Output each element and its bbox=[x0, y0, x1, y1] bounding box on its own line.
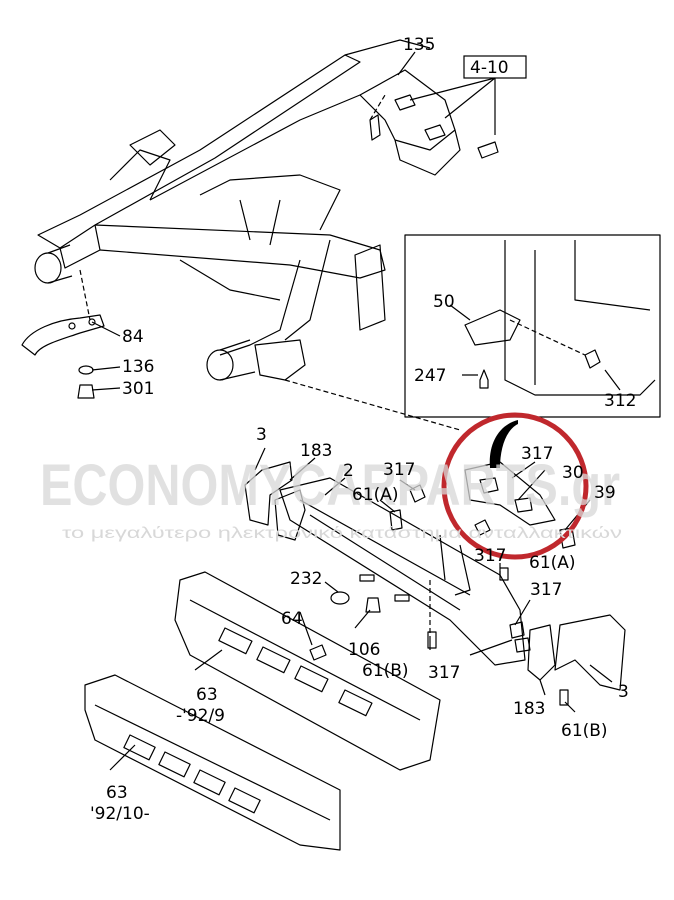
label-183-right: 183 bbox=[513, 699, 545, 719]
label-63-upper-date: -'92/9 bbox=[176, 706, 225, 726]
label-84: 84 bbox=[122, 327, 144, 347]
label-3-left: 3 bbox=[256, 425, 267, 445]
leader-lines bbox=[109, 51, 613, 771]
part-labels: 135 4-10 84 136 301 50 247 312 3 183 2 3… bbox=[90, 35, 636, 824]
label-30: 30 bbox=[562, 463, 584, 483]
label-63-lower-date: '92/10- bbox=[90, 804, 150, 824]
fasteners bbox=[309, 567, 569, 706]
watermark-brand: ECONOMYCARPARTS.gr bbox=[40, 453, 620, 518]
label-317-c: 317 bbox=[474, 546, 506, 566]
watermark-tagline: το μεγαλύτερο ηλεκτρονικό κατάστημα αντα… bbox=[62, 525, 622, 542]
label-135: 135 bbox=[403, 35, 435, 55]
end-cap-left bbox=[244, 461, 306, 541]
label-2: 2 bbox=[343, 461, 354, 481]
label-4-10-box bbox=[463, 55, 527, 79]
label-317-d: 317 bbox=[530, 580, 562, 600]
label-3-right: 3 bbox=[618, 682, 629, 702]
end-cap-right bbox=[527, 614, 626, 691]
label-63-upper: 63 bbox=[196, 685, 218, 705]
label-183-left: 183 bbox=[300, 441, 332, 461]
detail-inset bbox=[404, 234, 661, 418]
highlight-circle bbox=[441, 412, 589, 560]
callout-arrow bbox=[489, 420, 518, 468]
label-317-a: 317 bbox=[383, 460, 415, 480]
label-301: 301 bbox=[122, 379, 154, 399]
label-39: 39 bbox=[594, 483, 616, 503]
label-247: 247 bbox=[414, 366, 446, 386]
label-136: 136 bbox=[122, 357, 154, 377]
label-64: 64 bbox=[281, 609, 303, 629]
label-61a: 61(A) bbox=[352, 485, 399, 505]
label-61b-2: 61(B) bbox=[561, 721, 608, 741]
bracket-135 bbox=[359, 69, 499, 176]
bumper-reinforcement-2 bbox=[279, 477, 526, 666]
tow-hook-84 bbox=[21, 314, 121, 399]
label-312: 312 bbox=[604, 391, 636, 411]
label-50: 50 bbox=[433, 292, 455, 312]
label-61a-2: 61(A) bbox=[529, 553, 576, 573]
label-317-b: 317 bbox=[521, 444, 553, 464]
label-232: 232 bbox=[290, 569, 322, 589]
label-63-lower: 63 bbox=[106, 783, 128, 803]
chassis-frame bbox=[34, 39, 501, 640]
grille-upper bbox=[174, 571, 441, 771]
label-317-e: 317 bbox=[428, 663, 460, 683]
grille-lower bbox=[84, 674, 341, 851]
label-4-10: 4-10 bbox=[470, 58, 509, 78]
label-106: 106 bbox=[348, 640, 380, 660]
label-61b: 61(B) bbox=[362, 661, 409, 681]
bracket-30 bbox=[389, 461, 576, 549]
